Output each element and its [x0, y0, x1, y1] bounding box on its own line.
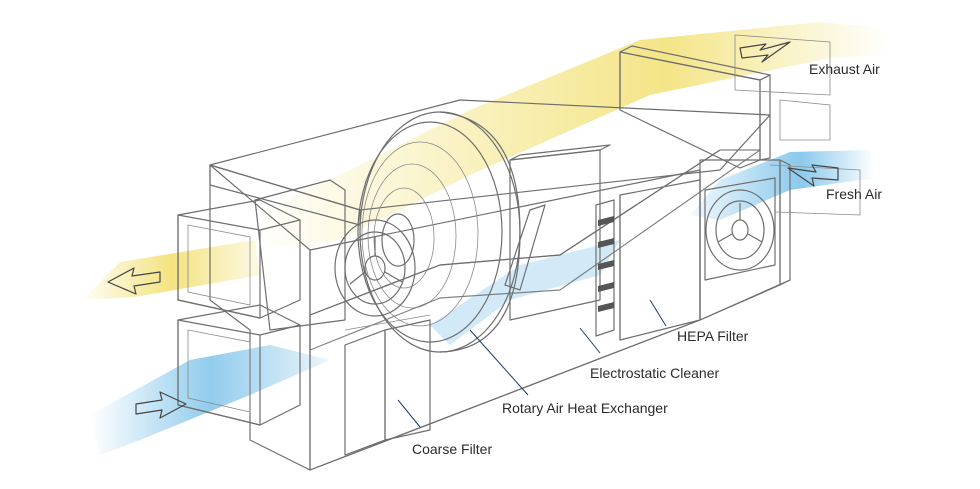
- electrostatic-plates: [598, 216, 614, 312]
- supply-fan: [254, 179, 416, 331]
- fresh-inlet-stream: [90, 345, 330, 455]
- fresh-air-label: Fresh Air: [826, 186, 882, 202]
- fresh-air-duct-right: [769, 164, 861, 216]
- exhaust-air-arrow-icon: [739, 41, 791, 63]
- exhaust-air-stream: [82, 22, 890, 300]
- rotary-heat-exchanger-label: Rotary Air Heat Exchanger: [502, 400, 668, 416]
- electrostatic-cleaner: [504, 144, 615, 337]
- hepa-filter-label: HEPA Filter: [677, 328, 749, 344]
- intake-air-arrow-icon: [135, 391, 187, 419]
- hepa-filter: [619, 179, 701, 341]
- coarse-filter-leader: [397, 399, 421, 428]
- exhaust-duct: [734, 34, 831, 141]
- exhaust-air-label: Exhaust Air: [809, 61, 880, 77]
- air-divider-plate: [309, 149, 761, 351]
- rotary-heat-exchanger-wheel: [357, 111, 521, 353]
- exhaust-fan: [704, 177, 776, 281]
- exhaust-intake-grille: [619, 45, 771, 169]
- supply-air-arrow-icon: [107, 267, 161, 295]
- electrostatic-cleaner-leader: [579, 327, 601, 354]
- coarse-filter-label: Coarse Filter: [412, 441, 492, 457]
- hepa-filter-leader: [649, 299, 667, 327]
- rotary-heat-exchanger-leader: [469, 329, 529, 396]
- electrostatic-cleaner-label: Electrostatic Cleaner: [590, 365, 720, 381]
- coarse-filter: [344, 314, 431, 456]
- fresh-air-arrow-icon: [787, 164, 839, 187]
- supply-outlet-duct: [177, 199, 301, 319]
- exhaust-outlet-stream: [82, 240, 260, 300]
